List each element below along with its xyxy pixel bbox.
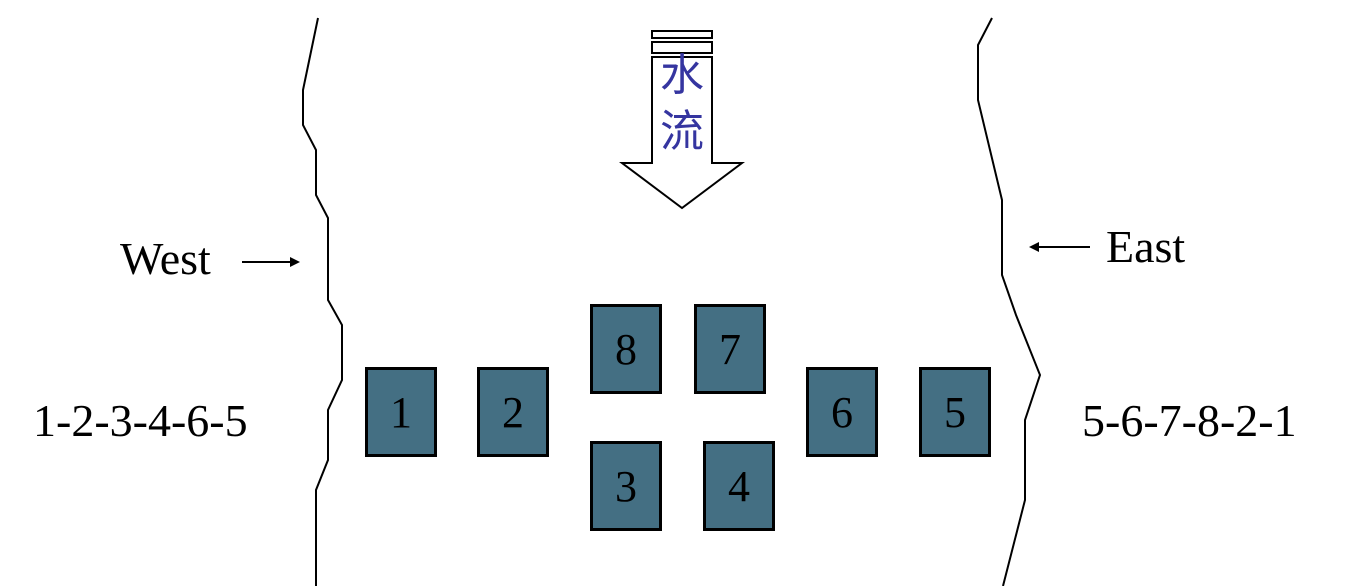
east-riverbank <box>977 17 1042 586</box>
flow-label: 水流 <box>660 50 704 157</box>
west-pointer-arrow <box>242 257 300 267</box>
west-label: West <box>120 233 211 284</box>
west-sequence: 1-2-3-4-6-5 <box>33 395 248 446</box>
flow-direction-arrow <box>619 30 745 210</box>
pier-4: 4 <box>703 441 775 531</box>
pier-3: 3 <box>590 441 662 531</box>
pier-6: 6 <box>806 367 878 457</box>
pier-7: 7 <box>694 304 766 394</box>
pier-2: 2 <box>477 367 549 457</box>
pier-5: 5 <box>919 367 991 457</box>
east-sequence: 5-6-7-8-2-1 <box>1082 395 1297 446</box>
east-label: East <box>1106 221 1186 272</box>
pier-1: 1 <box>365 367 437 457</box>
east-pointer-arrow <box>1029 242 1090 252</box>
pier-8: 8 <box>590 304 662 394</box>
west-riverbank <box>302 17 343 586</box>
